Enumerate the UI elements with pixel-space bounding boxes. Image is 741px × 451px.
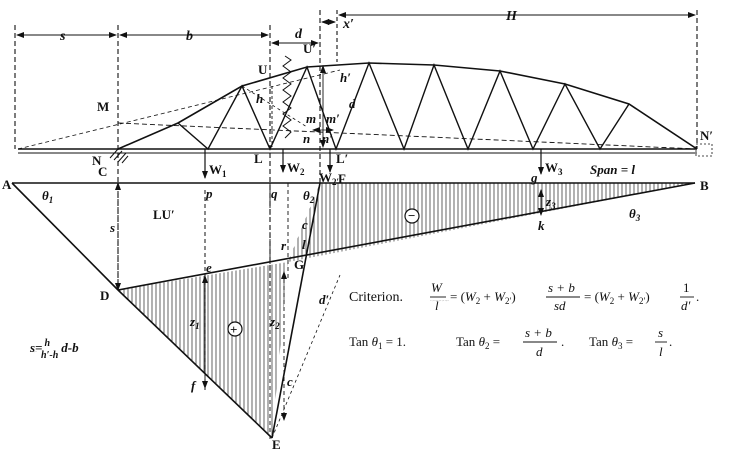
tan-theta3: Tan θ3 = (589, 334, 633, 351)
svg-text:l: l (659, 344, 663, 359)
label-D: D (100, 288, 109, 303)
dim-H: H (505, 9, 518, 24)
span-label: Span = l (590, 162, 635, 177)
tangent-relations: Tan θ1 = 1. Tan θ2 = s + b d . Tan θ3 = … (349, 325, 672, 359)
plus-sign-circle (227, 321, 243, 337)
label-L-prime: L′ (336, 151, 348, 166)
dim-d: d (295, 27, 303, 42)
truss (17, 55, 713, 164)
svg-text:.: . (669, 334, 672, 349)
load-W2: W2 (287, 160, 305, 177)
label-k: k (538, 218, 545, 233)
label-n-prime: n′ (322, 131, 333, 146)
svg-text:W: W (431, 280, 443, 295)
plus-sign: + (230, 322, 237, 337)
svg-text:= (W2 + W2′): = (W2 + W2′) (450, 289, 516, 306)
label-r: r (281, 238, 287, 253)
load-arrows (202, 149, 544, 179)
svg-text:Tan θ2 = (s + b)/d.: Tan θ2 = (s + b)/d. (456, 344, 464, 347)
label-c-upper: c (302, 217, 308, 232)
label-f: f (191, 378, 197, 393)
angle-theta3: θ3 (629, 206, 641, 223)
label-d-small: d (349, 96, 356, 111)
tan-theta1: Tan θ1 = 1. (349, 334, 406, 351)
svg-text:s: s (658, 325, 663, 340)
svg-text:1: 1 (683, 280, 690, 295)
svg-text:Tan θ3 = s/l.: Tan θ3 = s/l. (589, 344, 595, 347)
svg-text:s + b: s + b (525, 325, 552, 340)
label-l-small: l (302, 237, 306, 252)
label-q: q (271, 186, 278, 201)
load-W3: W3 (545, 160, 563, 177)
criterion-label: Criterion. (349, 290, 403, 305)
svg-text:W/l = (W2 + W2′)(s + b)/sd = (: W/l = (W2 + W2′)(s + b)/sd = (W2 + W2′) … (430, 299, 450, 302)
label-m-prime: m′ (326, 111, 340, 126)
svg-text:s + b: s + b (548, 280, 575, 295)
label-M: M (97, 99, 109, 114)
label-p: p (205, 186, 213, 201)
labels: A B C D E F G L L′ M N N′ U U′ h h′ d m … (2, 9, 713, 451)
label-A: A (2, 177, 12, 192)
label-L: L (254, 151, 263, 166)
dim-b: b (186, 29, 193, 44)
ordinate-d-prime: d′ (319, 292, 330, 307)
load-W2-prime: W2′ (319, 170, 339, 187)
svg-text:l: l (435, 298, 439, 313)
svg-text:sd: sd (554, 298, 566, 313)
label-n: n (303, 131, 310, 146)
dim-s: s (59, 29, 66, 44)
label-h-prime: h′ (340, 70, 351, 85)
ordinate-z1: z1 (189, 314, 200, 331)
label-e: e (206, 260, 212, 275)
positive-area-hatch (119, 262, 288, 438)
load-W1: W1 (209, 162, 227, 179)
label-h: h (256, 91, 263, 106)
criterion-equation: W l = (W2 + W2′) s + b sd = (W2 + W2′) 1… (430, 280, 699, 313)
label-N: N (92, 153, 102, 168)
angle-theta1: θ1 (42, 188, 53, 205)
svg-text:d: d (536, 344, 543, 359)
formula-s-text: s = h/(h′−h) d − b (30, 350, 37, 353)
label-g: g (530, 170, 538, 185)
label-m: m (306, 111, 316, 126)
dim-x-prime: x′ (342, 17, 354, 32)
tan-theta2: Tan θ2 = (456, 334, 500, 351)
label-F: F (338, 171, 346, 186)
label-G: G (294, 257, 304, 272)
section-zigzag (282, 55, 292, 139)
label-U-prime: U′ (303, 41, 316, 56)
ordinate-z3: z3 (545, 194, 556, 211)
angle-theta2: θ2 (303, 188, 315, 205)
label-c-lower: c (287, 374, 293, 389)
svg-text:.: . (696, 289, 699, 304)
label-B: B (700, 178, 709, 193)
minus-sign: − (408, 208, 415, 223)
svg-text:d′: d′ (681, 298, 691, 313)
minus-sign-circle (404, 208, 420, 224)
label-E: E (272, 437, 281, 451)
negative-area-hatch (289, 183, 695, 262)
label-U: U (258, 62, 268, 77)
influence-lines (11, 182, 696, 440)
influence-line-label: LU′ (153, 207, 175, 222)
svg-text:Tan θ1 = 1.: Tan θ1 = 1. (349, 344, 354, 347)
label-N-prime: N′ (700, 128, 713, 143)
ordinate-s: s (109, 220, 115, 235)
ordinate-z2: z2 (269, 314, 280, 331)
svg-text:.: . (561, 334, 564, 349)
label-C: C (98, 164, 107, 179)
svg-text:= (W2 + W2′): = (W2 + W2′) (584, 289, 650, 306)
